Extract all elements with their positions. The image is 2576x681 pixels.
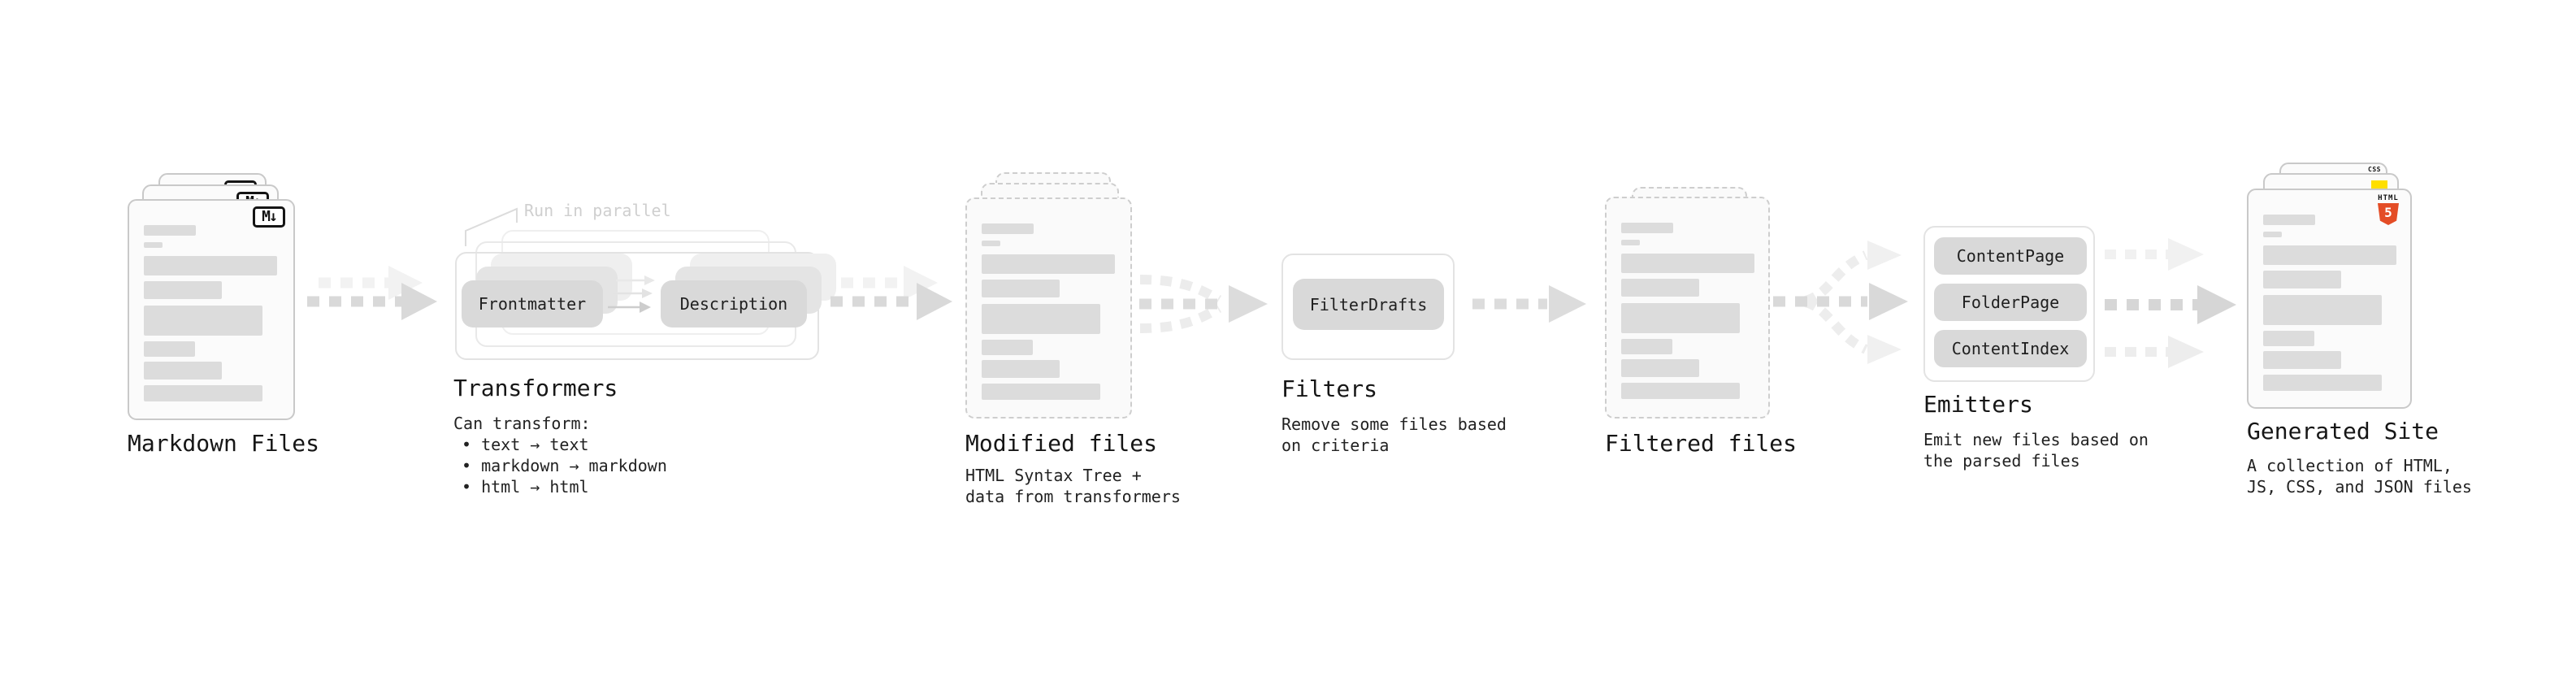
text-line — [1621, 279, 1699, 297]
filters-description: Remove some files based on criteria — [1281, 414, 1507, 455]
markdown-icon: M↓ — [253, 206, 285, 228]
text-line — [982, 304, 1100, 334]
text-line — [2263, 232, 2282, 237]
text-line — [2263, 331, 2314, 346]
emitter-pill-contentindex: ContentIndex — [1934, 330, 2087, 367]
text-line — [982, 384, 1100, 400]
js-icon — [2371, 180, 2387, 189]
stage-title-emitters: Emitters — [1923, 391, 2033, 418]
text-line — [2263, 375, 2382, 391]
transformer-pill-description: Description — [661, 280, 807, 327]
stage-title-filters: Filters — [1281, 375, 1378, 402]
text-line — [2263, 215, 2315, 225]
text-line — [982, 254, 1115, 274]
modified-files-description: HTML Syntax Tree + data from transformer… — [965, 466, 1181, 506]
text-line — [2263, 245, 2396, 265]
document-card-front: HTML 5 — [2247, 189, 2412, 409]
transformers-sub-heading: Can transform: — [453, 414, 591, 433]
emitters-description: Emit new files based on the parsed files — [1923, 430, 2149, 471]
generated-site-description: A collection of HTML, JS, CSS, and JSON … — [2247, 456, 2472, 497]
stage-title-generated-site: Generated Site — [2247, 418, 2439, 445]
text-line — [144, 256, 277, 275]
text-line — [144, 306, 262, 336]
text-line — [144, 385, 262, 401]
arrow-filters-to-filtered — [1472, 285, 1586, 323]
text-line — [982, 223, 1034, 234]
filters-group-box — [1281, 254, 1455, 360]
text-line — [982, 280, 1060, 297]
stage-title-transformers: Transformers — [453, 375, 618, 401]
text-line — [1621, 223, 1673, 233]
arrow-modified-to-filters — [1139, 275, 1268, 333]
text-line — [1621, 303, 1740, 333]
arrow-markdown-to-transformers — [307, 266, 437, 320]
stage-title-filtered-files: Filtered files — [1605, 430, 1798, 457]
emitter-pill-folderpage: FolderPage — [1934, 284, 2087, 321]
text-line — [1621, 339, 1672, 354]
transformers-bullet: • text → text — [462, 435, 589, 454]
transformers-bullet: • markdown → markdown — [462, 456, 667, 475]
text-line — [1621, 254, 1754, 273]
transformers-bullet: • html → html — [462, 477, 589, 497]
text-line — [144, 281, 222, 299]
text-line — [144, 341, 195, 357]
emitter-pill-contentpage: ContentPage — [1934, 237, 2087, 275]
document-card-front — [965, 197, 1132, 419]
text-line — [1621, 240, 1640, 245]
arrow-emitters-to-generated — [2105, 238, 2236, 368]
text-line — [144, 242, 163, 248]
text-line — [2263, 295, 2382, 325]
text-line — [144, 362, 222, 380]
emitters-group-box — [1923, 226, 2095, 382]
html5-icon: HTML 5 — [2374, 194, 2403, 225]
transformer-pill-frontmatter: Frontmatter — [462, 280, 603, 327]
text-line — [982, 340, 1033, 355]
text-line — [2263, 351, 2341, 369]
text-line — [1621, 383, 1740, 399]
filter-pill-filterdrafts: FilterDrafts — [1293, 279, 1444, 330]
text-line — [144, 225, 196, 236]
document-card-front — [1605, 197, 1770, 419]
stage-title-modified-files: Modified files — [965, 430, 1158, 457]
arrow-filtered-to-emitters — [1773, 241, 1908, 364]
document-card-front: M↓ — [128, 199, 295, 420]
text-line — [982, 241, 1000, 246]
text-line — [1621, 359, 1699, 377]
stage-title-markdown-files: Markdown Files — [128, 430, 320, 457]
arrow-transformers-to-modified — [830, 266, 952, 320]
text-line — [982, 360, 1060, 378]
run-in-parallel-label: Run in parallel — [524, 201, 671, 220]
text-line — [2263, 271, 2341, 288]
